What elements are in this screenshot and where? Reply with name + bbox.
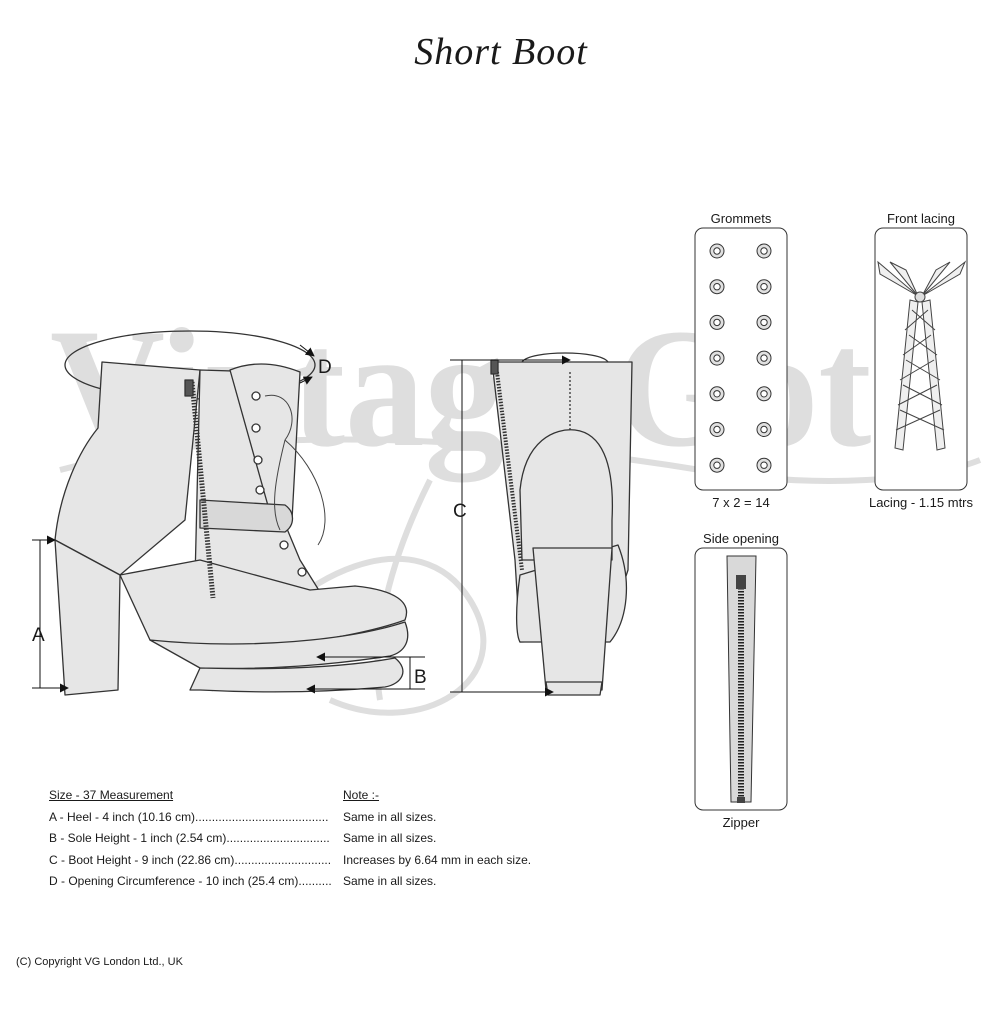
dimension-b-label: B [414, 667, 427, 688]
table-row: D - Opening Circumference - 10 inch (25.… [49, 871, 531, 893]
dimension-c-label: C [453, 501, 467, 522]
table-header-note: Note :- [343, 788, 380, 802]
grommet-hole [713, 283, 721, 291]
table-row-label: C - Boot Height - 9 inch (22.86 cm).....… [49, 852, 332, 867]
grommet-grid [709, 243, 772, 473]
table-row-note: Same in all sizes. [343, 874, 437, 888]
grommet-hole [760, 425, 768, 434]
back-zipper [495, 371, 524, 571]
grommet-hole [713, 390, 721, 398]
dimension-a [32, 535, 69, 693]
grommet-hole [713, 318, 721, 327]
table-row-note: Same in all sizes. [343, 831, 437, 845]
back-collar [521, 352, 609, 363]
table-row-label: B - Sole Height - 1 inch (2.54 cm)......… [49, 831, 330, 845]
dimension-a-label: A [32, 625, 45, 646]
back-heel [532, 547, 613, 691]
boot-back-view [490, 352, 633, 696]
dimension-d-arrow [299, 344, 315, 357]
table-row: A - Heel - 4 inch (10.16 cm)............… [49, 807, 531, 829]
boot-heel [54, 539, 121, 696]
front-lacing-panel [874, 227, 968, 491]
dimension-b [306, 652, 425, 694]
table-row-note: Same in all sizes. [343, 809, 437, 824]
grommets-title: Grommets [711, 211, 772, 226]
boot-sole [189, 657, 404, 693]
grommet-hole [760, 461, 768, 469]
dimension-d-arrow-2 [299, 376, 313, 385]
copyright-text: (C) Copyright VG London Ltd., UK [16, 956, 183, 968]
table-header-label: Size - 37 Measurement [49, 788, 174, 802]
grommets-caption: 7 x 2 = 14 [712, 495, 769, 510]
boot-strap [199, 499, 294, 533]
page-title: Short Boot [414, 31, 588, 73]
table-header-row: Size - 37 Measurement Note :- [49, 785, 531, 807]
dimension-c [450, 355, 571, 697]
grommets-panel [694, 227, 788, 491]
dimension-d-label: D [318, 357, 332, 378]
side-opening-title: Side opening [703, 531, 779, 546]
grommet-hole [713, 425, 721, 434]
back-heel-counter [519, 429, 614, 561]
side-lace [264, 394, 326, 546]
grommet-hole [760, 354, 768, 362]
grommet-hole [760, 283, 768, 291]
table-row: C - Boot Height - 9 inch (22.86 cm).....… [49, 850, 531, 872]
front-lacing-title: Front lacing [887, 211, 955, 226]
grommet-hole [713, 247, 721, 255]
side-opening-caption: Zipper [723, 815, 761, 830]
table-row-label: A - Heel - 4 inch (10.16 cm)............… [49, 809, 329, 824]
boot-side-view [54, 330, 409, 696]
grommet-hole [760, 247, 768, 255]
table-row: B - Sole Height - 1 inch (2.54 cm)......… [49, 828, 531, 850]
grommet-hole [713, 461, 721, 469]
table-row-note: Increases by 6.64 mm in each size. [343, 852, 532, 867]
grommet-hole [760, 390, 768, 398]
grommet-hole [713, 354, 721, 362]
front-lacing-caption: Lacing - 1.15 mtrs [869, 495, 974, 510]
back-heel-tip [545, 681, 603, 696]
table-row-label: D - Opening Circumference - 10 inch (25.… [49, 874, 332, 888]
lacing-crosses [895, 309, 945, 431]
zipper-illustration [726, 555, 757, 803]
boot-tongue [229, 363, 301, 521]
measurement-table: Size - 37 Measurement Note :- A - Heel -… [49, 785, 531, 893]
grommet-hole [760, 318, 768, 327]
side-zipper [184, 379, 216, 599]
side-eyelets [251, 391, 307, 577]
